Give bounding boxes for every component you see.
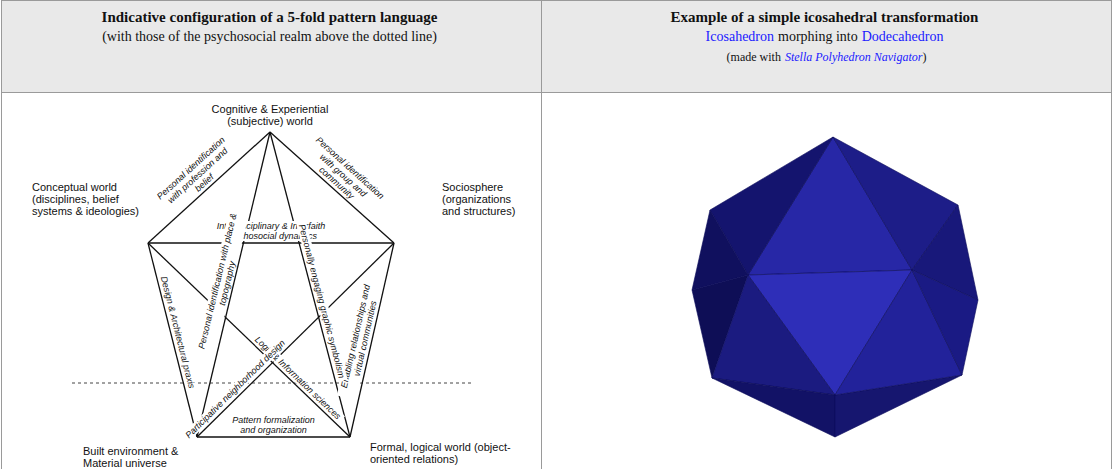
vertex-text: Built environment & Material universe xyxy=(83,445,193,469)
vertex-label: Formal, logical world (object-oriented r… xyxy=(350,437,522,465)
header-text: Example of a simple icosahedral transfor… xyxy=(671,7,979,27)
vertex-text: Conceptual world (disciplines, belief sy… xyxy=(32,181,144,217)
edge-label: Design & Architectural praxis xyxy=(158,273,197,393)
edge-label: Personal identification with group and c… xyxy=(295,129,392,221)
pentagram-line xyxy=(148,242,394,243)
vertex-text: Cognitive & Experiential (subjective) wo… xyxy=(195,103,345,127)
vertex-text: Sociosphere (organizations and structure… xyxy=(442,181,532,217)
edge-label: Enabling relationships and virtual commu… xyxy=(337,275,384,400)
header-cell: Indicative configuration of a 5-fold pat… xyxy=(1,0,542,93)
link-text: Stella Polyhedron Navigator xyxy=(785,48,923,66)
pentagram-line xyxy=(148,243,197,437)
header-line: Icosahedronmorphing intoDodecahedron xyxy=(542,27,1111,47)
vertex-label: Cognitive & Experiential (subjective) wo… xyxy=(195,103,345,132)
header-text: Indicative configuration of a 5-fold pat… xyxy=(102,7,438,27)
header-cell: Example of a simple icosahedral transfor… xyxy=(541,0,1112,93)
icosahedron-figure xyxy=(692,137,978,437)
vertex-label: Conceptual world (disciplines, belief sy… xyxy=(30,181,148,243)
edge-label: Pattern formalization and organization xyxy=(226,415,321,435)
pentagram-line xyxy=(148,243,350,437)
header-line: (made withStella Polyhedron Navigator) xyxy=(542,47,1111,66)
body-cell xyxy=(1,92,542,469)
edge-label: Interdisciplinary & Interfaith psychosoc… xyxy=(195,221,348,241)
header-text: ) xyxy=(922,48,926,66)
header-text: (made with xyxy=(727,48,781,66)
pentagram-line xyxy=(197,436,350,437)
header-line: (with those of the psychosocial realm ab… xyxy=(2,27,541,47)
dotted-divider xyxy=(72,383,472,384)
link-text: Icosahedron xyxy=(706,27,774,47)
vertex-label: Built environment & Material universe xyxy=(75,437,197,469)
vertex-label: Sociosphere (organizations and structure… xyxy=(394,181,534,243)
link-text: Dodecahedron xyxy=(862,27,944,47)
header-text: (with those of the psychosocial realm ab… xyxy=(102,27,437,47)
header-line: Indicative configuration of a 5-fold pat… xyxy=(2,7,541,27)
vertex-text: Formal, logical world (object-oriented r… xyxy=(370,441,520,465)
header-line: Example of a simple icosahedral transfor… xyxy=(542,7,1111,27)
edge-label: Personally engaging graphic symbolism xyxy=(296,220,347,381)
header-text: morphing into xyxy=(778,27,858,47)
